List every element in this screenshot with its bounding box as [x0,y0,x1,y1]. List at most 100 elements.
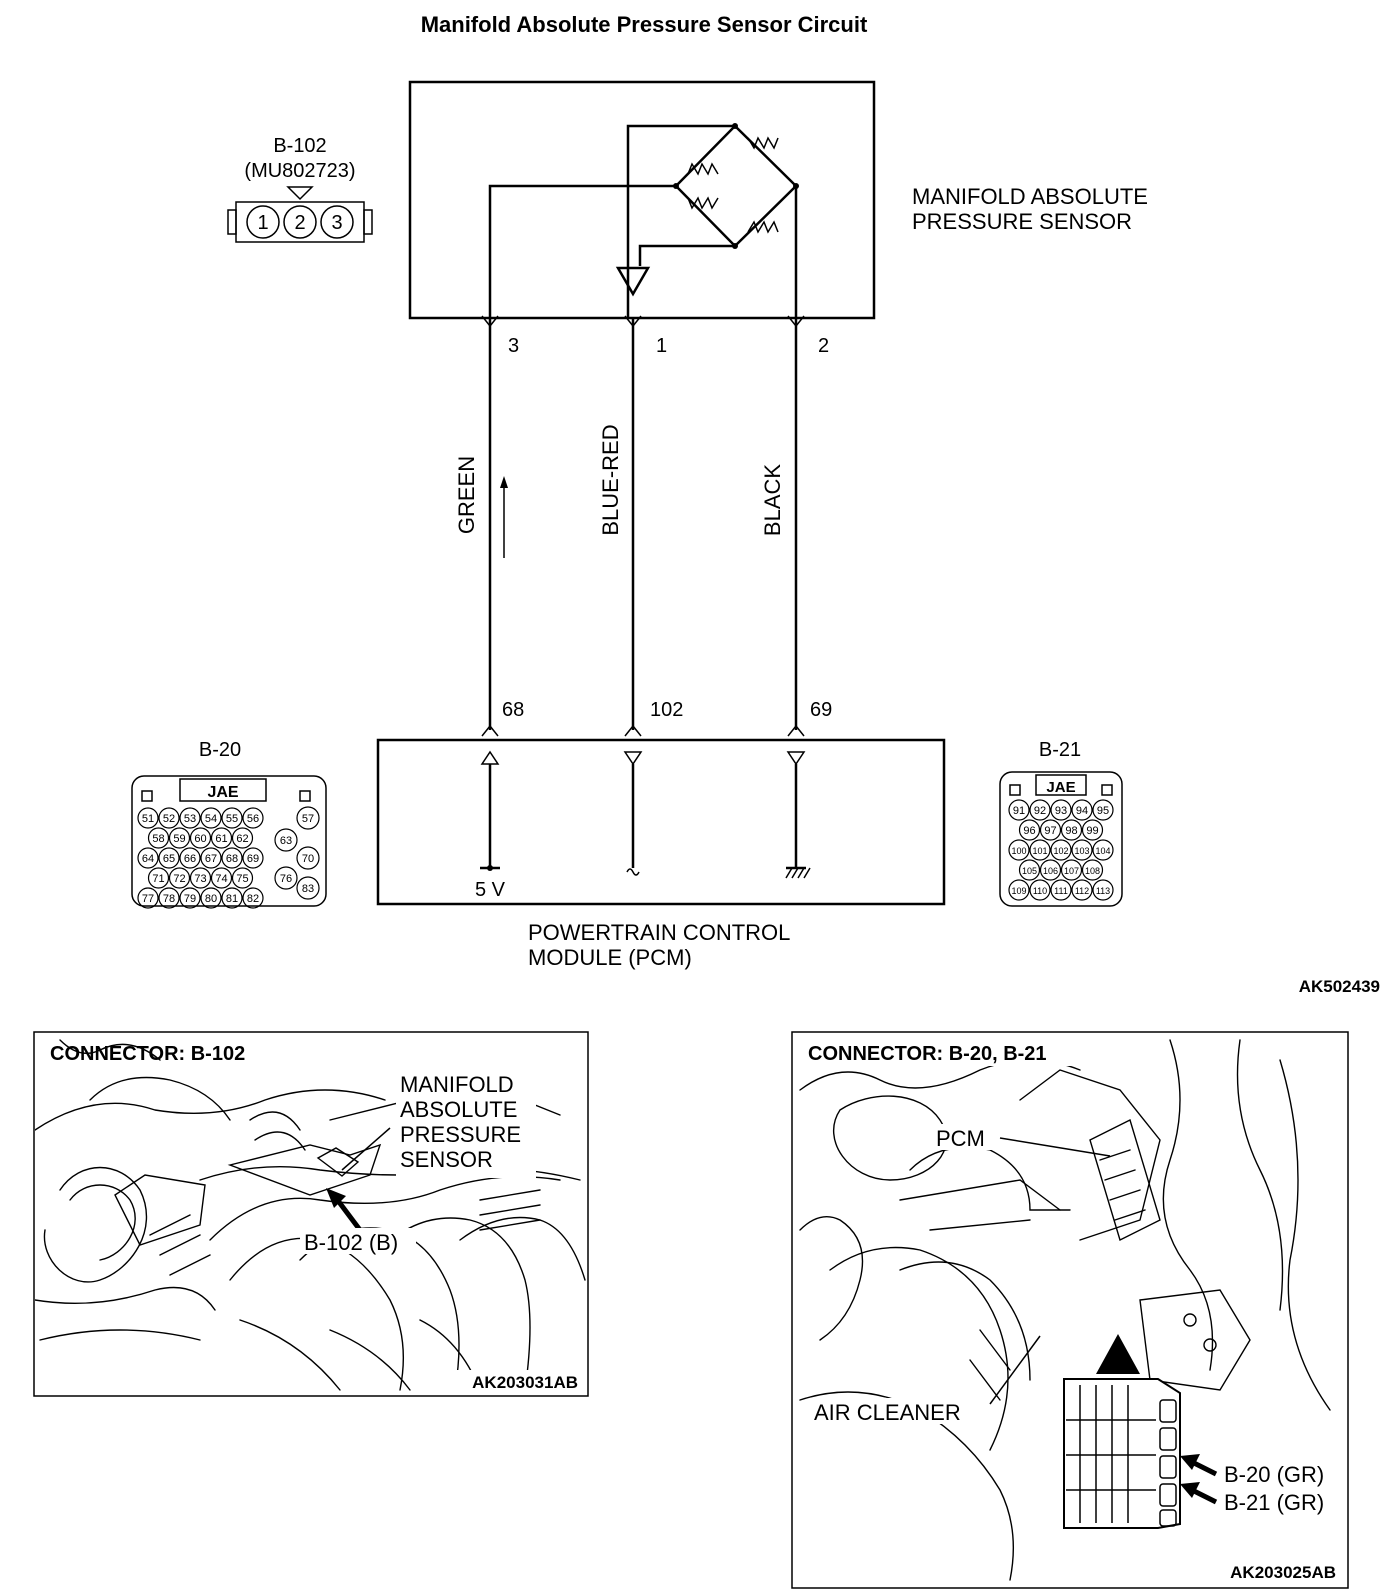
sensor-label-line1: MANIFOLD ABSOLUTE [912,184,1148,209]
connector-pin-label: 67 [205,853,217,865]
wire-black-color: BLACK [760,464,785,536]
connector-pin [179,847,201,869]
connector-pin-label: 62 [236,833,248,845]
connector-pin [1060,819,1083,841]
connector-pin-label: 82 [247,893,259,905]
connector-pin-label: 77 [142,893,154,905]
connector-pin-label: 108 [1085,866,1100,876]
connector-pin-label: 99 [1086,825,1098,837]
connector-pin [1008,839,1030,861]
connector-pin [296,806,320,830]
photo-panel-right: CONNECTOR: B-20, B-21 PCM AIR CLEANER B-… [791,1031,1349,1589]
photo-left-connector-label: B-102 (B) [304,1230,398,1255]
connector-pin-label: 66 [184,853,196,865]
b21-id: B-21 [1039,739,1081,761]
signal-direction-arrow-icon [500,476,508,488]
connector-pin [296,876,320,900]
connector-pin [189,827,212,849]
wire-green-color: GREEN [454,456,479,534]
connector-pin [147,827,170,849]
connector-pin [1018,819,1041,841]
connector-pin [158,847,180,869]
connector-pin-label: 83 [302,883,314,895]
connector-pin [168,827,191,849]
connector-pin-label: 113 [1096,886,1110,896]
connector-pin [1060,859,1083,881]
connector-pin-label: 55 [226,813,238,825]
connector-pin [137,847,159,869]
connector-pin-label: 100 [1011,846,1026,856]
connector-pin-label: 59 [173,833,185,845]
pcm-label-line2: MODULE (PCM) [528,945,692,970]
air-cleaner-leader-line [989,1335,1041,1405]
pcm-box: 5 V [376,738,946,906]
connector-pin [1092,799,1114,821]
photo-panel-left: CONNECTOR: B-102 MANIFOLD ABSOLUTE PRESS… [33,1031,589,1397]
connector-pin-label: 54 [205,813,217,825]
pcm-leader-line [999,1137,1111,1157]
connector-pin [1018,859,1041,881]
b21-pointer-arrow-icon [1180,1482,1200,1498]
wire-green-pcm-pin: 68 [502,699,524,721]
connector-pin-label: 76 [280,873,292,885]
signal-input-icon [626,868,640,876]
connector-pin-label: 95 [1097,805,1109,817]
connector-pin-label: 96 [1023,825,1035,837]
photo-left-title: CONNECTOR: B-102 [50,1043,245,1065]
connector-pin-label: 51 [142,813,154,825]
connector-pointer-arrow-icon [326,1188,346,1208]
photo-right-title: CONNECTOR: B-20, B-21 [808,1043,1047,1065]
connector-pin [1029,839,1051,861]
wire-blue-red-sensor-pin: 1 [656,335,667,357]
connector-pin [147,867,170,889]
connector-pin [221,887,243,909]
connector-pin [1008,799,1030,821]
connector-pin [1081,819,1104,841]
connector-pin [274,866,298,890]
photo-left-code: AK203031AB [472,1373,578,1392]
connector-pin-label: 69 [247,853,259,865]
photo-right-b21-label: B-21 (GR) [1224,1490,1324,1515]
connector-pin [189,867,212,889]
connector-pin [137,887,159,909]
connector-pin [137,807,159,829]
connector-pin-label: 53 [184,813,196,825]
connector-pin [221,807,243,829]
connector-pin-label: 80 [205,893,217,905]
connector-pin-label: 106 [1043,866,1058,876]
connector-pin [231,827,254,849]
wire-blue-red-pcm-pin: 102 [650,699,683,721]
connector-pin [158,807,180,829]
sensor-leader-line [341,1127,391,1171]
connector-pin [274,828,298,852]
wire-green: 3 GREEN 68 [454,315,524,737]
wire-black-sensor-pin: 2 [818,335,829,357]
connector-pin [1071,879,1093,901]
connector-pin-label: 110 [1033,886,1047,896]
connector-pin-label: 107 [1064,866,1079,876]
sensor-pin-1: 1 [257,212,268,234]
connector-pin [1050,879,1072,901]
sensor-label-line2: PRESSURE SENSOR [912,209,1132,234]
connector-pin-label: 105 [1022,866,1037,876]
connector-pin-label: 72 [173,873,185,885]
wire-black-pcm-pin: 69 [810,699,832,721]
photo-left-label-line1: MANIFOLD [400,1072,514,1097]
connector-pin [242,847,264,869]
connector-pin-label: 74 [215,873,227,885]
pcm-voltage: 5 V [475,879,506,901]
connector-pin [1029,879,1051,901]
connector-pin-label: 64 [142,853,154,865]
b21-maker: JAE [1046,779,1075,796]
connector-pin-label: 79 [184,893,196,905]
connector-pin [200,887,222,909]
diagram-code: AK502439 [1299,977,1380,996]
connector-key-icon [286,186,314,201]
photo-left-label-line4: SENSOR [400,1147,493,1172]
photo-right-air-cleaner-label: AIR CLEANER [814,1400,961,1425]
connector-pin-label: 78 [163,893,175,905]
connector-pin [158,887,180,909]
connector-pin [179,887,201,909]
